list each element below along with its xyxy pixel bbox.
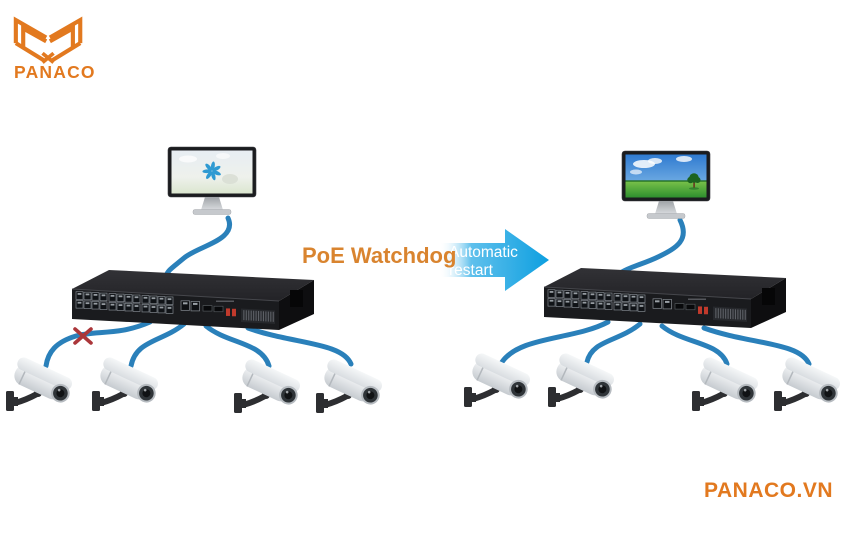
network-cables xyxy=(43,215,812,369)
poe-switch-after xyxy=(543,267,787,329)
cable-before-camera-3 xyxy=(203,323,272,369)
brand-logo-text: PANACO xyxy=(14,62,96,82)
camera-before-2 xyxy=(92,355,161,411)
cable-after-camera-3 xyxy=(659,323,730,367)
cable-monitor-after xyxy=(619,217,686,275)
monitor-before xyxy=(167,146,257,215)
arrow-label-line1: Automatic xyxy=(449,244,518,261)
cable-after-camera-1 xyxy=(499,319,611,365)
camera-after-1 xyxy=(464,351,533,407)
cable-before-camera-1 xyxy=(43,319,153,369)
automatic-restart-arrow-icon xyxy=(441,229,549,291)
screensaver-logo-icon xyxy=(202,161,221,181)
poe-switch-before xyxy=(71,269,315,331)
cable-after-camera-4 xyxy=(701,325,812,367)
arrow-label-line2: restart xyxy=(449,262,494,279)
tree-icon xyxy=(687,173,701,190)
cable-before-camera-2 xyxy=(128,321,187,369)
website-label: PANACO.VN xyxy=(704,479,833,502)
fault-x-icon xyxy=(73,327,93,345)
camera-before-1 xyxy=(6,355,75,411)
cable-monitor-before xyxy=(163,215,233,279)
cable-after-camera-2 xyxy=(584,321,643,365)
panaco-logo-icon xyxy=(13,16,83,64)
monitor-after xyxy=(621,150,711,219)
cable-before-camera-4 xyxy=(245,325,354,367)
camera-after-2 xyxy=(548,351,617,407)
feature-label: PoE Watchdog xyxy=(302,243,456,268)
